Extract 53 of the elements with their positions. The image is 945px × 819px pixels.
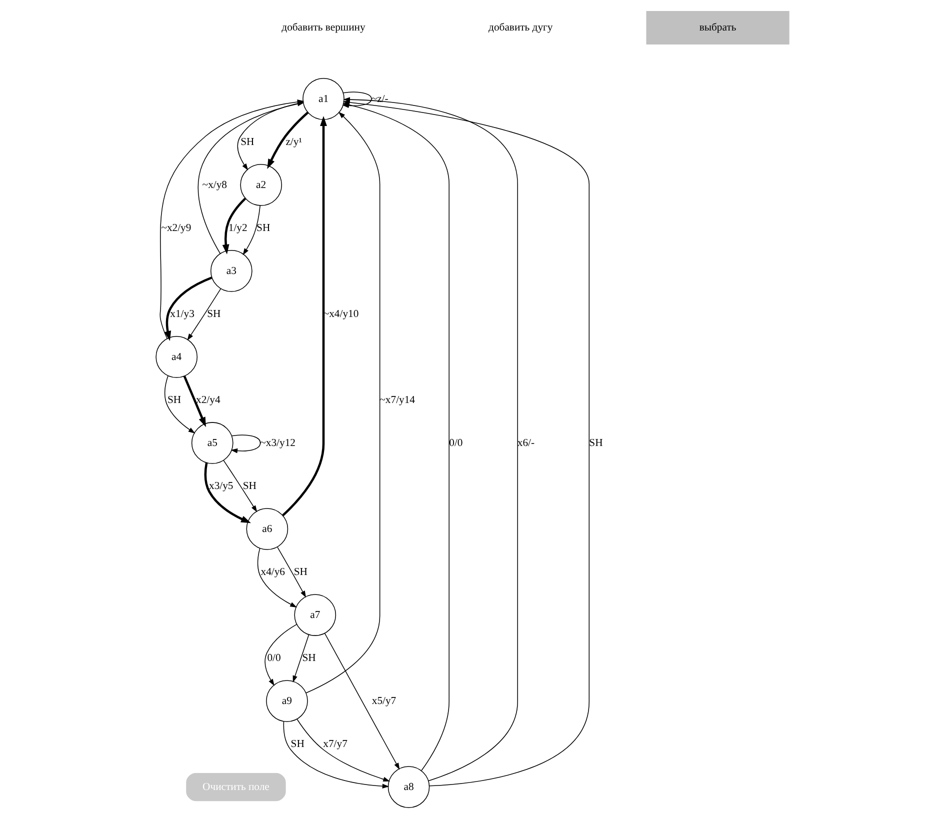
edge-label: ~x7/y14 [380,394,415,406]
edge-label: SH [302,652,316,664]
edge-label: SH [207,308,221,320]
arrow [164,276,212,342]
arrow [230,434,261,454]
node-circle: a8 [388,766,430,808]
node-circle: a3 [210,250,252,292]
edge-label: ~x/y8 [202,180,227,191]
edge-label: x4/y6 [260,566,286,578]
edge-label: SH [242,480,256,492]
arrow [306,112,380,694]
edge-label: 0/0 [267,652,281,664]
arrow [187,288,222,340]
arrow [277,546,306,598]
edge-label: x5/y7 [372,696,396,707]
edge-label: SH [256,222,270,234]
edge-label: x2/y4 [196,394,220,406]
arrow [282,116,327,516]
edge-label: ~x2/y9 [161,222,192,234]
arrow [324,633,400,770]
edge-label: x7/y7 [323,738,348,750]
arrow [283,721,390,789]
edge-label: x1/y3 [170,308,194,320]
edge-label: x3/y5 [209,480,234,492]
arrow [183,376,206,428]
arrow [223,460,258,512]
edge-label: SH [290,738,304,750]
arrow [222,198,246,254]
arrow [292,634,310,682]
edge-label: 0/0 [449,438,463,449]
edge-label: z/y¹ [286,136,302,148]
arrow [267,112,309,169]
node-text: добавить вершину [282,22,366,34]
edge-label: ~x3/y12 [260,438,296,449]
arrow [204,462,251,524]
edge-label: SH [589,438,603,449]
node-circle: a9 [266,680,308,722]
edge-label: SH [168,394,182,406]
node-circle: a4 [156,336,198,378]
arrow [264,624,297,686]
node-box: выбрать [646,11,790,45]
edge-label: 1/y2 [228,222,248,234]
node-circle: a6 [246,508,288,550]
arrow [257,548,297,608]
arrow [242,205,260,256]
edge-label: SH [240,136,254,148]
node-text: добавить дугу [488,22,553,34]
arrow [164,375,196,434]
arrow [296,718,390,782]
node-circle: a5 [191,422,234,464]
edge-label: SH [294,566,308,578]
node-circle: a7 [294,594,336,636]
edge-label: ~x4/y10 [323,308,359,320]
